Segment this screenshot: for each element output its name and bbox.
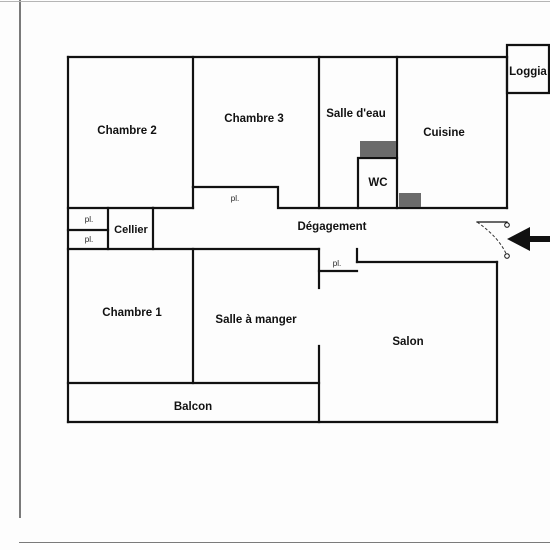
label-placard-chambre3: pl. — [231, 194, 239, 203]
frame-left-line — [19, 0, 21, 518]
label-loggia: Loggia — [509, 66, 547, 78]
label-placard-chambre2: pl. — [85, 215, 93, 224]
frame-bottom-line — [19, 542, 550, 543]
wall-wc — [356, 156, 399, 210]
label-chambre2: Chambre 2 — [97, 125, 156, 137]
label-salle-eau: Salle d'eau — [326, 108, 386, 120]
label-cellier: Cellier — [114, 224, 148, 236]
door-hinge-bottom — [504, 253, 510, 259]
wall-chambre3-bottom — [191, 185, 509, 210]
wall-loggia — [505, 43, 550, 95]
salleeau-fixture — [360, 141, 396, 157]
label-cuisine: Cuisine — [423, 127, 465, 139]
wall-cellier-box — [106, 206, 155, 251]
label-salle-manger: Salle à manger — [215, 314, 297, 326]
label-chambre3: Chambre 3 — [224, 113, 283, 125]
door-hinge-top — [504, 222, 510, 228]
arrow-left-icon — [507, 227, 550, 251]
label-salon: Salon — [392, 336, 423, 348]
label-placard-salon: pl. — [333, 259, 341, 268]
frame-top-line — [0, 1, 550, 2]
wc-fixture — [399, 193, 421, 207]
label-placard-chambre1: pl. — [85, 235, 93, 244]
label-degagement: Dégagement — [297, 221, 366, 233]
entrance-door-swing — [476, 221, 508, 257]
label-balcon: Balcon — [174, 401, 212, 413]
label-wc: WC — [368, 177, 387, 189]
walls — [66, 43, 550, 424]
label-chambre1: Chambre 1 — [102, 307, 162, 319]
